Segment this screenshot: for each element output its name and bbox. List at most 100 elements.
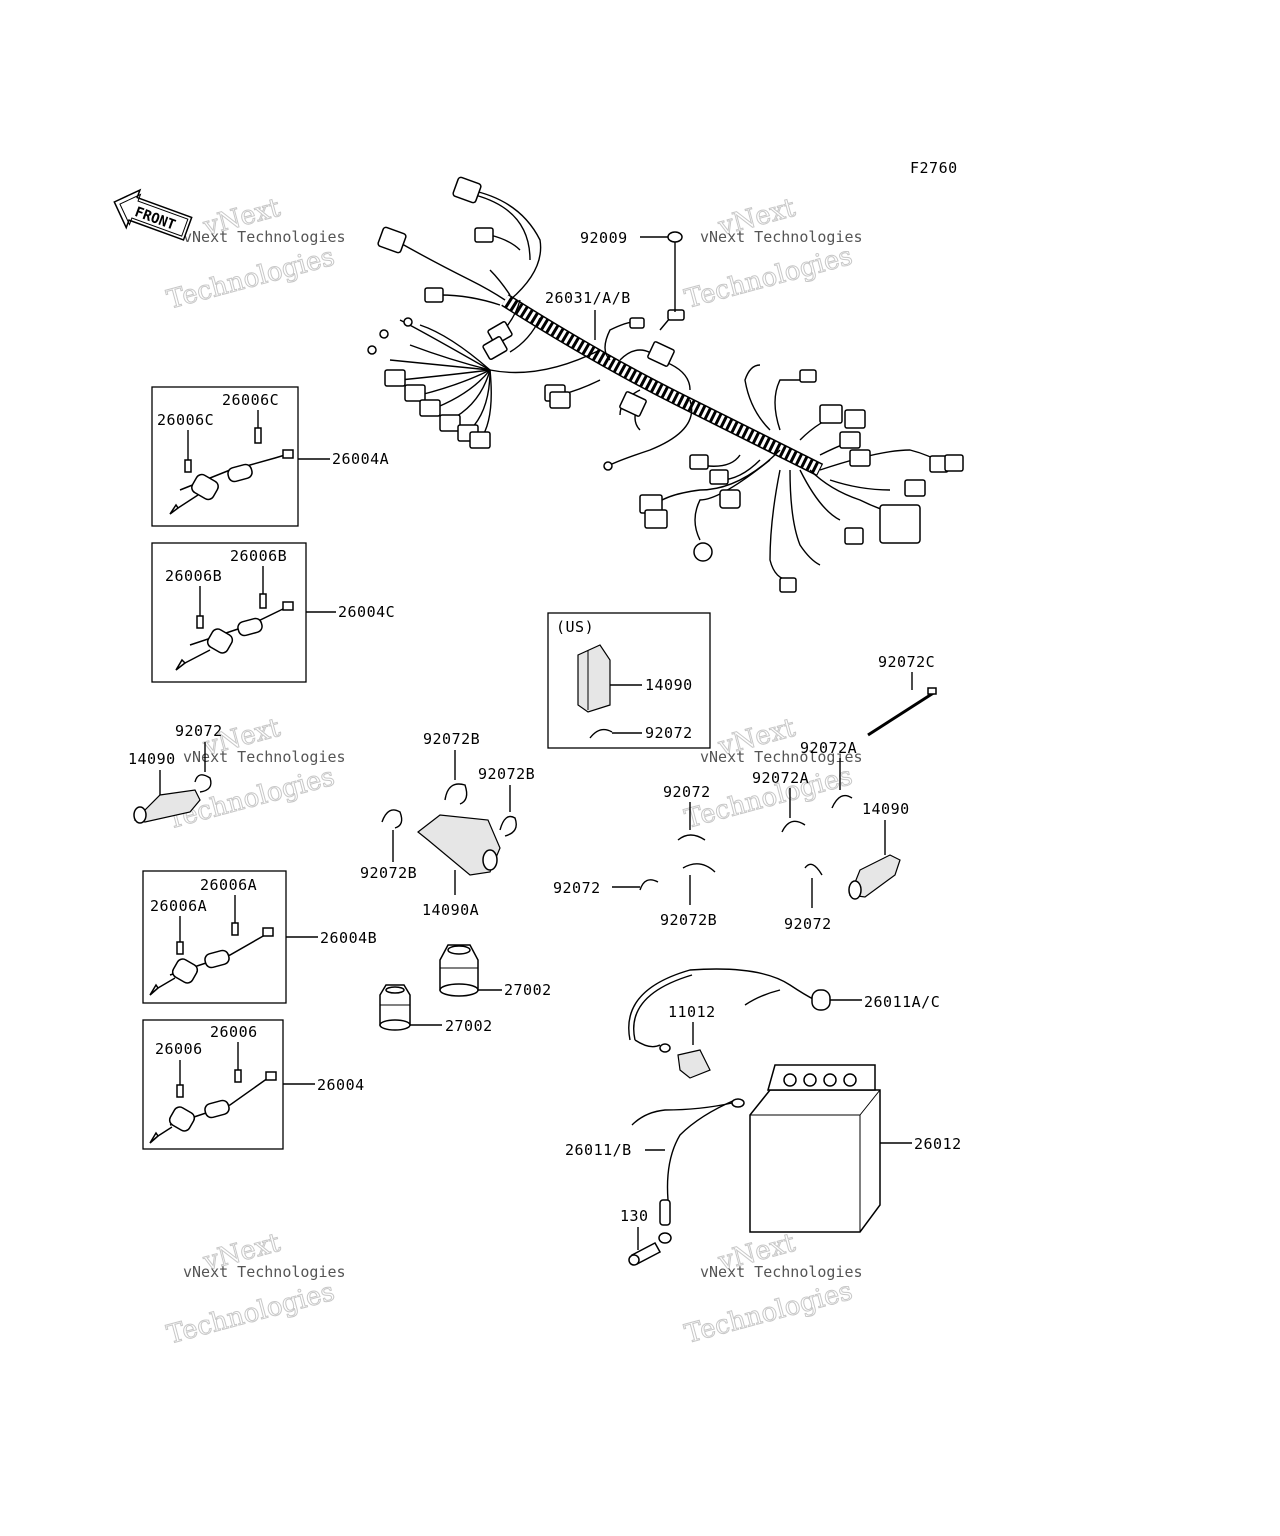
part-label-92072B: 92072B xyxy=(660,911,717,929)
connector-icon xyxy=(819,404,843,424)
connector-icon xyxy=(779,577,797,593)
resistor-cap-icon xyxy=(169,449,294,515)
connector-icon xyxy=(404,384,426,402)
part-label-26006: 26006 xyxy=(210,1023,258,1041)
cover-14090A: 92072B 92072B 92072B 14090A xyxy=(360,730,535,919)
part-label-130: 130 xyxy=(620,1207,649,1225)
part-label-92072: 92072 xyxy=(645,724,693,742)
svg-text:Technologies: Technologies xyxy=(164,242,338,316)
connector-icon xyxy=(474,227,494,243)
battery-cable-26011B: 26011/B xyxy=(565,1098,745,1244)
part-label-26006C: 26006C xyxy=(222,391,279,409)
connector-icon xyxy=(419,399,441,417)
connector-icon xyxy=(367,345,377,355)
clamp-icon xyxy=(194,774,212,793)
connector-icon xyxy=(379,329,389,339)
part-label-14090: 14090 xyxy=(862,800,910,818)
connector-icon xyxy=(693,542,713,562)
kit-box-26004: 26006 26006 26004 xyxy=(142,1019,364,1150)
connector-icon xyxy=(603,461,613,471)
screw-92009: 92009 xyxy=(580,229,683,312)
watermark: vNext vNext Technologies Technologies xyxy=(681,1227,863,1350)
connector-icon xyxy=(549,391,571,409)
cover-14090-left: 92072 14090 xyxy=(128,722,223,824)
kit-box-26004A: 26006C 26006C 26004A xyxy=(151,386,389,527)
connector-icon xyxy=(377,226,407,254)
connector-icon xyxy=(799,369,817,383)
clamp-icon xyxy=(781,820,806,833)
clamp-icon xyxy=(589,728,613,739)
part-label-26006A: 26006A xyxy=(200,876,257,894)
part-label-92072: 92072 xyxy=(663,783,711,801)
clamps-right: 92072A 92072A 14090 92072 xyxy=(752,739,910,933)
part-label-26004B: 26004B xyxy=(320,929,377,947)
clamp-icon xyxy=(381,809,403,829)
part-label-26011B: 26011/B xyxy=(565,1141,632,1159)
part-label-27002: 27002 xyxy=(504,981,552,999)
connector-icon xyxy=(384,369,406,387)
part-label-92072: 92072 xyxy=(175,722,223,740)
terminal-cap-11012: 11012 xyxy=(668,1003,715,1079)
kit-box-26004B: 26006A 26006A 26004B xyxy=(142,870,377,1004)
svg-text:Technologies: Technologies xyxy=(164,1277,338,1351)
figure-code: F2760 xyxy=(910,159,958,177)
clamps-middle: 92072 92072 92072B xyxy=(553,783,717,929)
connector-icon xyxy=(403,317,413,327)
part-label-26004A: 26004A xyxy=(332,450,389,468)
part-label-26006: 26006 xyxy=(155,1040,203,1058)
part-label-92072B: 92072B xyxy=(478,765,535,783)
svg-text:Technologies: Technologies xyxy=(682,1276,856,1350)
battery-cable-26011AC: 26011A/C xyxy=(628,968,940,1053)
svg-text:vNext Technologies: vNext Technologies xyxy=(700,748,863,766)
clamp-icon xyxy=(682,863,716,873)
watermark: vNext vNext Technologies Technologies xyxy=(681,192,863,315)
svg-text:Technologies: Technologies xyxy=(682,241,856,315)
socket-27002: 27002 xyxy=(379,984,493,1035)
svg-text:vNext Technologies: vNext Technologies xyxy=(700,1263,863,1281)
clamp-icon xyxy=(831,794,853,809)
part-label-26006B: 26006B xyxy=(230,547,287,565)
svg-text:vNext Technologies: vNext Technologies xyxy=(700,228,863,246)
connector-icon xyxy=(904,479,926,497)
connector-icon xyxy=(839,431,861,449)
bolt-130: 130 xyxy=(620,1207,662,1266)
connector-icon xyxy=(424,287,444,303)
main-wiring-harness xyxy=(367,176,964,593)
svg-text:vNext Technologies: vNext Technologies xyxy=(183,748,346,766)
part-label-92072A: 92072A xyxy=(800,739,857,757)
connector-icon xyxy=(644,509,668,529)
resistor-cap-icon xyxy=(149,927,274,996)
connector-icon xyxy=(482,336,508,360)
part-label-26006C: 26006C xyxy=(157,411,214,429)
connector-icon xyxy=(689,454,709,470)
part-label-26006B: 26006B xyxy=(165,567,222,585)
part-label-92009: 92009 xyxy=(580,229,628,247)
connector-icon xyxy=(719,489,741,509)
connector-icon xyxy=(629,317,645,329)
part-label-92072B: 92072B xyxy=(360,864,417,882)
connector-icon xyxy=(667,309,685,321)
us-version-box: (US) 14090 92072 xyxy=(547,612,711,749)
resistor-cap-icon xyxy=(175,601,294,671)
connector-icon xyxy=(879,504,921,544)
connector-icon xyxy=(844,527,864,545)
clamp-icon xyxy=(804,863,823,876)
part-label-92072B: 92072B xyxy=(423,730,480,748)
socket-27002: 27002 xyxy=(439,944,552,999)
svg-text:vNext Technologies: vNext Technologies xyxy=(183,1263,346,1281)
kit-box-26004C: 26006B 26006B 26004C xyxy=(151,542,395,683)
connector-icon xyxy=(469,431,491,449)
resistor-cap-icon xyxy=(149,1071,277,1144)
part-label-26004C: 26004C xyxy=(338,603,395,621)
front-arrow-icon: FRONT xyxy=(113,188,193,241)
part-label-27002: 27002 xyxy=(445,1017,493,1035)
part-label-26012: 26012 xyxy=(914,1135,962,1153)
part-label-26011AC: 26011A/C xyxy=(864,993,940,1011)
clamp-icon xyxy=(677,834,706,841)
cover-icon xyxy=(577,644,611,713)
connector-icon xyxy=(619,391,647,417)
watermark: vNext vNext Technologies Technologies xyxy=(163,192,345,316)
cable-tie-92072C: 92072C xyxy=(867,653,937,737)
part-label-92072: 92072 xyxy=(784,915,832,933)
